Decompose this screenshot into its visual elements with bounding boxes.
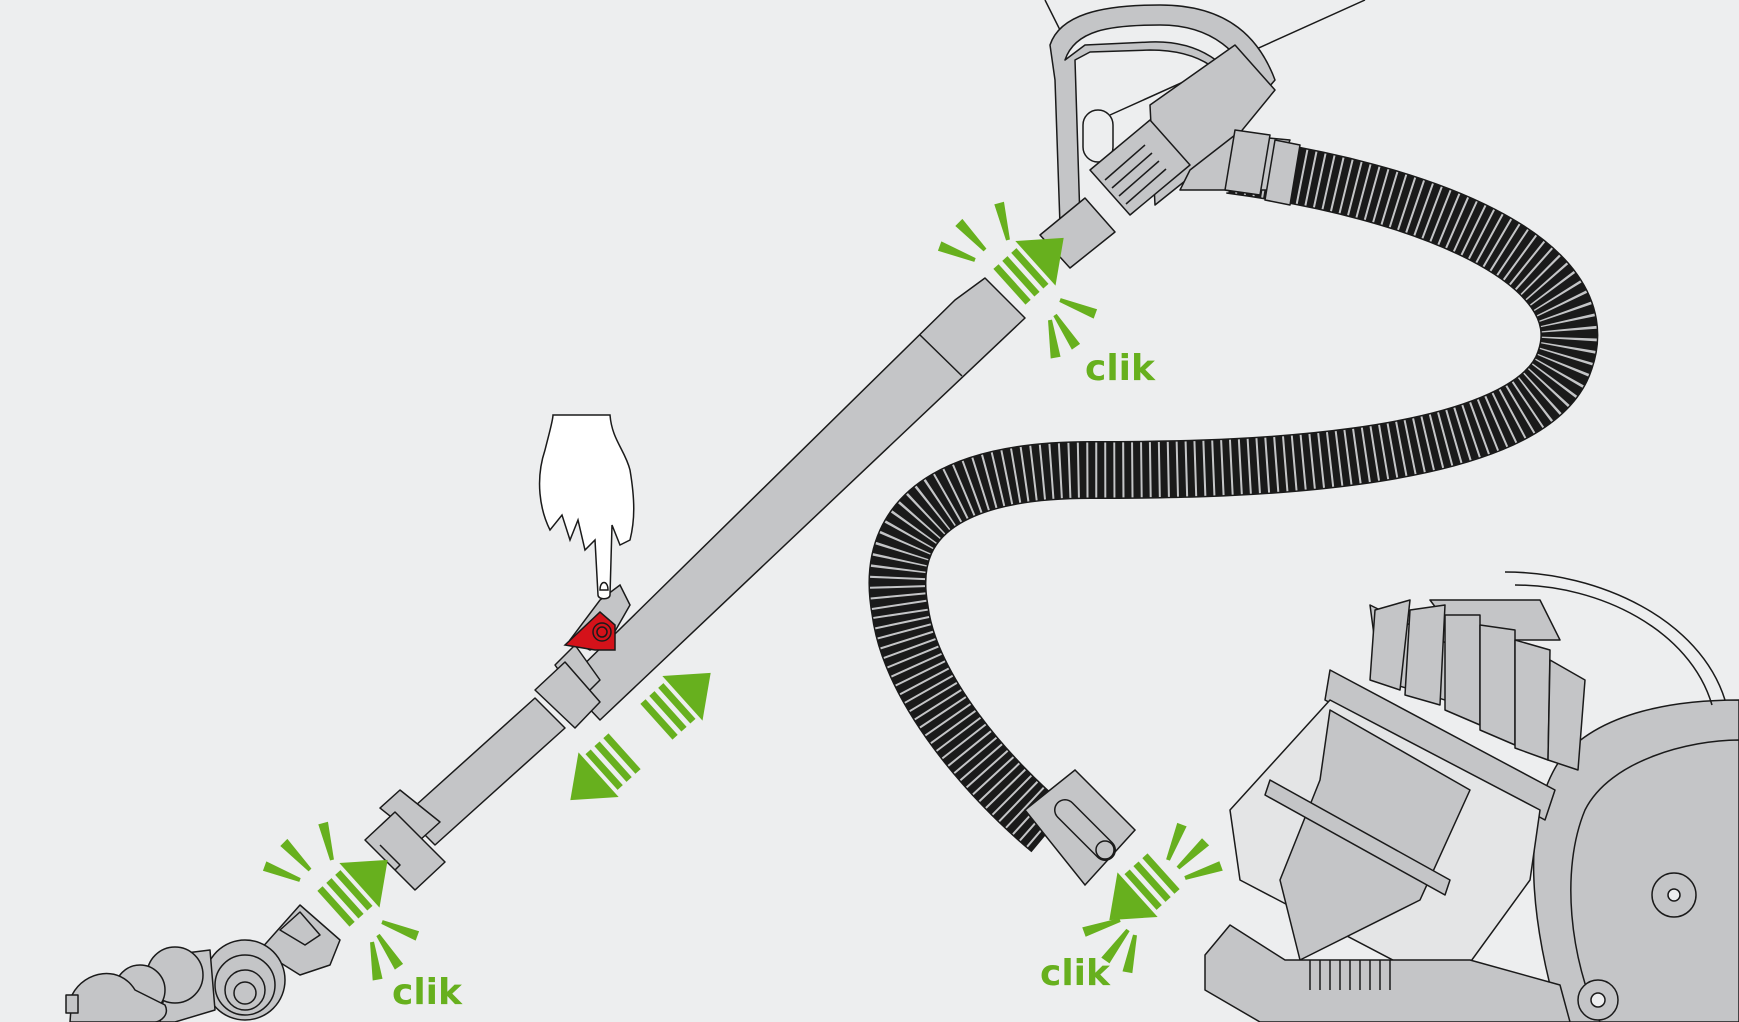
click-label-body: clik	[1040, 953, 1111, 994]
base	[1204, 924, 1571, 1022]
socket-ribs	[1104, 144, 1167, 205]
cuff-pin-end	[1095, 840, 1115, 860]
cyclone-cones	[1369, 599, 1586, 771]
wand-socket	[1089, 119, 1191, 216]
castor-hub	[1590, 992, 1606, 1008]
handle	[1039, 0, 1366, 269]
pointing-hand-icon	[538, 414, 635, 600]
tool-clip	[65, 994, 79, 1014]
release-button	[563, 583, 631, 651]
tool-wheel-ring-3	[233, 981, 257, 1005]
wand-seam	[919, 334, 963, 377]
fingernail	[599, 581, 609, 591]
wand-lock	[534, 661, 601, 729]
tool-wheel-ring-2	[224, 969, 266, 1011]
wheel-axle	[1667, 888, 1681, 902]
canister-body	[1204, 571, 1739, 1022]
wand-end-collar	[364, 811, 446, 891]
hose	[868, 136, 1599, 887]
hose-outline	[868, 136, 1599, 853]
frame-arc-inner	[1514, 584, 1713, 706]
hose-joint	[1224, 129, 1271, 196]
tool-head	[69, 973, 167, 1022]
tool-wheel-ring-1	[214, 954, 276, 1016]
hand-shape	[538, 414, 635, 600]
handle-trigger	[1082, 109, 1114, 163]
wand-upper	[564, 277, 1026, 721]
frame-arc	[1504, 571, 1726, 701]
click-label-tool: clik	[392, 972, 463, 1013]
click-label-handle: clik	[1085, 348, 1156, 389]
shroud-lip	[1264, 779, 1451, 896]
wand-lower	[404, 697, 566, 846]
tool-wheel	[204, 939, 286, 1021]
cyclone-collar	[1324, 669, 1556, 821]
wand-end-detail	[379, 844, 401, 871]
floor-tool	[65, 904, 341, 1022]
hose-joint-ring	[1264, 139, 1301, 206]
release-dot	[596, 626, 608, 638]
wand	[364, 277, 1026, 891]
inlet-ribs	[1309, 960, 1391, 990]
tool-neck-ring	[279, 911, 321, 946]
